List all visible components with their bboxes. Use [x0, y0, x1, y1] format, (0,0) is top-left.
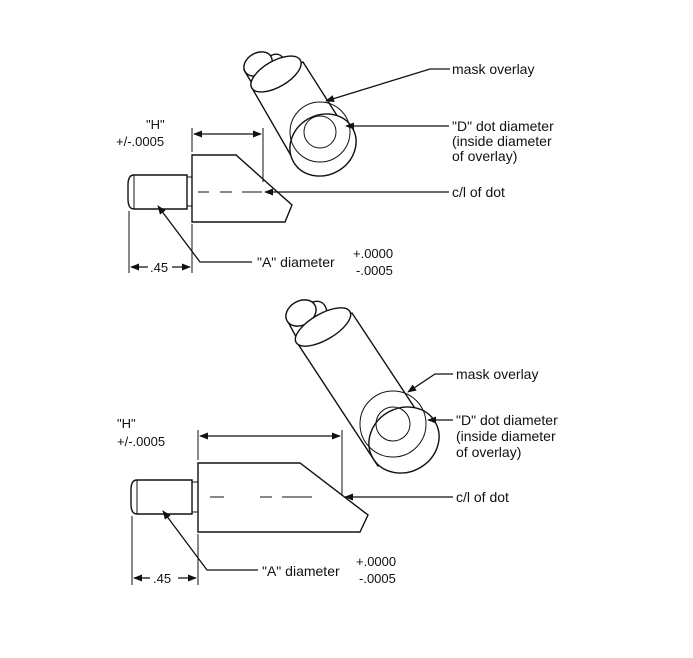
h-tol-bottom: +/-.0005: [117, 434, 165, 449]
a-diameter-bottom: "A" diameter: [262, 563, 340, 579]
d-dot-top: [303, 115, 337, 149]
h-label-top: "H": [146, 117, 165, 132]
shank-top: [127, 174, 188, 210]
a-tol-plus-bottom: +.0000: [356, 554, 396, 569]
d-dot-line2-top: (inside diameter: [452, 133, 552, 149]
figure-bottom: "H" +/-.0005 .45 "A" diameter +.0000 -.0…: [117, 299, 558, 586]
d-dot-line1-top: "D" dot diameter: [452, 118, 554, 134]
d-dot-bottom: [375, 406, 411, 442]
mask-overlay-ring-bottom: [359, 390, 427, 458]
pin-body-back-bottom: [294, 307, 352, 347]
shank-bottom: [130, 479, 193, 515]
a-tol-minus-bottom: -.0005: [359, 571, 396, 586]
pin-body-back-top: [250, 55, 302, 93]
d-dot-line2-bottom: (inside diameter: [456, 428, 556, 444]
figure-top: "H" +/-.0005 .45 "A" diameter +.0000 -.0…: [116, 51, 554, 278]
tilted-pin-top: [243, 51, 357, 177]
a-diameter-top: "A" diameter: [257, 254, 335, 270]
side-view-top: [127, 154, 293, 223]
side-view-bottom: [130, 462, 369, 533]
h-label-bottom: "H": [117, 416, 136, 431]
d-dot-line3-top: of overlay): [452, 148, 517, 164]
a-tol-plus-top: +.0000: [353, 246, 393, 261]
head-top: [191, 154, 293, 223]
tilted-pin-bottom: [285, 299, 440, 474]
mask-overlay-label-bottom: mask overlay: [456, 366, 538, 382]
h-tol-top: +/-.0005: [116, 134, 164, 149]
mask-overlay-ring-top: [289, 101, 351, 163]
dim-45-top: .45: [150, 260, 168, 275]
d-dot-line3-bottom: of overlay): [456, 444, 521, 460]
cl-of-dot-top: c/l of dot: [452, 184, 505, 200]
d-dot-line1-bottom: "D" dot diameter: [456, 412, 558, 428]
dim-45-bottom: .45: [153, 571, 171, 586]
cl-of-dot-bottom: c/l of dot: [456, 489, 509, 505]
mask-overlay-label-top: mask overlay: [452, 61, 534, 77]
a-tol-minus-top: -.0005: [356, 263, 393, 278]
